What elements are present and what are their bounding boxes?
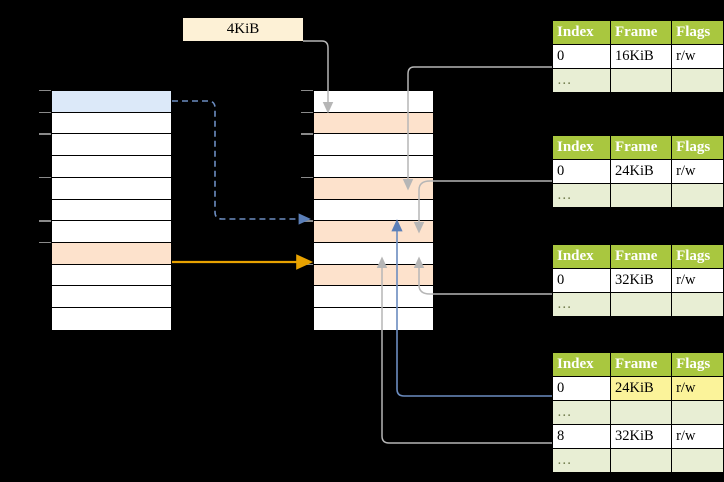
- page-table-3-cell: 0: [552, 268, 611, 293]
- page-table-2-cell: …: [552, 183, 611, 208]
- page-table-1-cell: 0: [552, 44, 611, 69]
- physical-memory-column-row: [314, 221, 433, 244]
- virtual-address-column: [51, 90, 172, 330]
- page-table-4-cell: [671, 400, 724, 425]
- table-row: …: [552, 292, 724, 317]
- page-table-3-header-index: Index: [552, 244, 611, 269]
- page-table-1-cell: 16KiB: [609, 44, 673, 69]
- page-table-4-cell: 0: [552, 376, 611, 401]
- page-table-1-cell: [609, 68, 673, 93]
- tick-mark: [39, 90, 51, 92]
- virtual-address-column-row: [52, 112, 171, 135]
- page-table-2-cell: 0: [552, 159, 611, 184]
- tick-mark: [39, 242, 51, 244]
- physical-memory-column-row: [314, 177, 433, 200]
- tick-mark: [301, 133, 313, 135]
- table-row: …: [552, 68, 724, 93]
- page-table-4-header-flags: Flags: [671, 352, 724, 377]
- page-table-3-cell: …: [552, 292, 611, 317]
- physical-memory-column-row: [314, 91, 433, 113]
- page-table-1-cell: [671, 68, 724, 93]
- page-table-2-header-index: Index: [552, 135, 611, 160]
- tick-mark: [301, 176, 313, 179]
- page-table-4-cell: …: [552, 400, 611, 425]
- physical-memory-column-row: [314, 199, 433, 222]
- tick-mark: [301, 220, 313, 222]
- page-table-3-cell: [671, 292, 724, 317]
- tick-mark: [39, 176, 51, 179]
- page-table-2-header-flags: Flags: [671, 135, 724, 160]
- page-table-3-header-flags: Flags: [671, 244, 724, 269]
- virtual-address-column-row: [52, 264, 171, 287]
- page-table-4-cell: [609, 400, 673, 425]
- page-table-3-cell: 32KiB: [609, 268, 673, 293]
- tick-mark: [39, 220, 51, 222]
- page-table-1-header-flags: Flags: [671, 20, 724, 45]
- virtual-address-column-row: [52, 221, 171, 244]
- virtual-address-column-row: [52, 308, 171, 330]
- table-row: …: [552, 183, 724, 208]
- physical-memory-column-row: [314, 286, 433, 309]
- page-table-2-header-frame: Frame: [609, 135, 673, 160]
- page-table-4-cell: [671, 448, 724, 473]
- page-table-4-cell: r/w: [671, 424, 724, 449]
- virtual-address-column-row: [52, 199, 171, 222]
- physical-memory-column-row: [314, 112, 433, 135]
- page-table-1-cell: r/w: [671, 44, 724, 69]
- physical-memory-column-row: [314, 243, 433, 265]
- page-table-4-header-index: Index: [552, 352, 611, 377]
- page-table-4-cell: 32KiB: [609, 424, 673, 449]
- tick-mark: [301, 90, 313, 92]
- page-table-1-cell: …: [552, 68, 611, 93]
- table-row: …: [552, 448, 724, 473]
- virtual-address-column-row: [52, 177, 171, 200]
- virtual-address-column-row: [52, 91, 171, 113]
- page-table-4-cell: [609, 448, 673, 473]
- physical-memory-column-row: [314, 156, 433, 178]
- physical-memory-column-row: [314, 134, 433, 157]
- tick-mark: [39, 111, 51, 114]
- page-table-2-cell: [609, 183, 673, 208]
- wire-table3-to-physical: [413, 256, 552, 295]
- virtual-address-column-row: [52, 134, 171, 157]
- page-table-4-cell: r/w: [671, 376, 724, 401]
- page-size-label-text: 4KiB: [226, 21, 260, 37]
- page-table-2-cell: r/w: [671, 159, 724, 184]
- page-size-label: 4KiB: [183, 18, 303, 41]
- tick-mark: [301, 111, 313, 114]
- tick-mark: [39, 133, 51, 135]
- page-table-4-header-frame: Frame: [609, 352, 673, 377]
- page-table-2-cell: 24KiB: [609, 159, 673, 184]
- physical-memory-column-row: [314, 264, 433, 287]
- page-table-4-cell: 8: [552, 424, 611, 449]
- wire-virtual-blue-dashed: [172, 100, 311, 225]
- table-row: …: [552, 400, 724, 425]
- page-table-4-cell: …: [552, 448, 611, 473]
- tick-mark: [301, 263, 313, 266]
- page-table-3-header-frame: Frame: [609, 244, 673, 269]
- physical-memory-column-row: [314, 308, 433, 330]
- wire-table2-to-physical: [413, 180, 552, 234]
- page-table-2-cell: [671, 183, 724, 208]
- physical-memory-column: [313, 90, 434, 330]
- page-table-1-header-index: Index: [552, 20, 611, 45]
- virtual-address-column-row: [52, 243, 171, 265]
- page-table-3-cell: r/w: [671, 268, 724, 293]
- page-table-3-cell: [609, 292, 673, 317]
- page-table-1-header-frame: Frame: [609, 20, 673, 45]
- virtual-address-column-row: [52, 286, 171, 309]
- page-table-4-cell: 24KiB: [609, 376, 673, 401]
- virtual-address-column-row: [52, 156, 171, 178]
